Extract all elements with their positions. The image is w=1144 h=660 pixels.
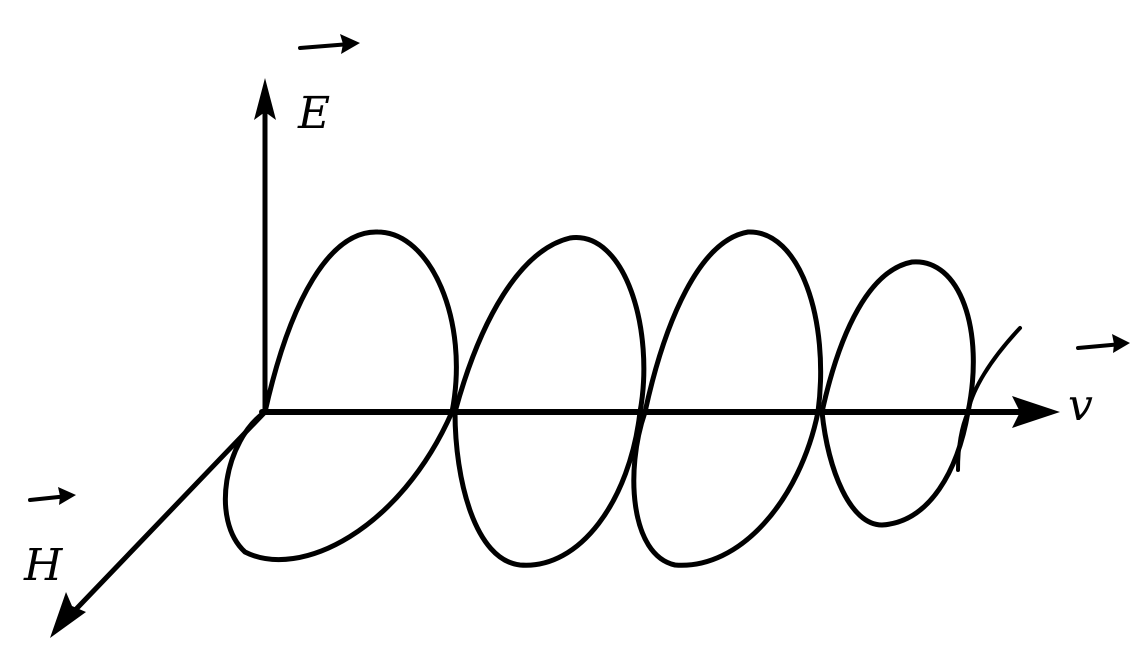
h-axis — [55, 409, 268, 631]
e-field-label: E — [297, 88, 330, 139]
h-axis-arrowhead — [50, 592, 86, 638]
h-lobe-2 — [452, 409, 643, 568]
v-vector-arrow — [1076, 334, 1130, 353]
e-vector-arrow — [298, 34, 360, 54]
e-lobe-2 — [452, 235, 647, 415]
h-lobe-4 — [819, 409, 971, 528]
h-vector-arrow — [28, 487, 76, 505]
e-lobe-3 — [642, 229, 824, 415]
e-lobe-1 — [262, 229, 459, 415]
wave-tail-2 — [956, 410, 970, 472]
e-axis-arrowhead — [254, 78, 276, 120]
velocity-label: v — [1068, 380, 1093, 431]
h-lobe-3 — [631, 409, 821, 568]
h-lobe-1 — [222, 409, 455, 563]
e-lobe-4 — [819, 259, 976, 415]
h-field-label: H — [23, 540, 64, 591]
wave-tail — [966, 326, 1022, 414]
propagation-arrowhead — [1012, 396, 1060, 428]
